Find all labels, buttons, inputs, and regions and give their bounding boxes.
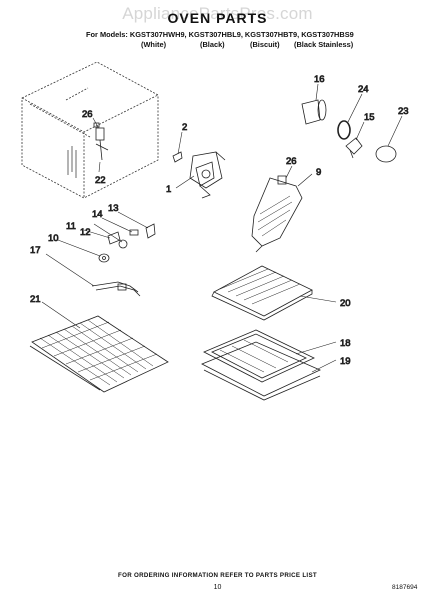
callout-11: 11 <box>66 221 76 232</box>
color-biscuit: (Biscuit) <box>250 40 280 49</box>
callout-26b: 26 <box>286 156 297 167</box>
callout-1: 1 <box>166 184 171 195</box>
callout-24: 24 <box>358 84 369 95</box>
callout-9: 9 <box>316 167 321 178</box>
cavity-vent-slots <box>67 146 77 178</box>
callout-14: 14 <box>92 209 103 220</box>
color-black: (Black) <box>200 40 225 49</box>
callout-18: 18 <box>340 338 351 349</box>
callout-17: 17 <box>30 245 41 256</box>
callout-22: 22 <box>95 175 106 186</box>
callout-15: 15 <box>364 112 375 123</box>
broiler-pan-part <box>201 329 321 401</box>
light-socket-part <box>93 122 109 161</box>
callout-19: 19 <box>340 356 351 367</box>
small-hardware-parts <box>98 223 156 263</box>
model-list: For Models: KGST307HWH9, KGST307HBL9, KG… <box>86 30 354 39</box>
oven-rack-part <box>29 315 169 393</box>
convection-fan-part <box>172 151 226 199</box>
document-number: 8187694 <box>392 584 418 591</box>
page-title: OVEN PARTS <box>167 10 268 26</box>
callout-16: 16 <box>314 74 325 85</box>
callout-2: 2 <box>182 122 187 133</box>
color-black-stainless: (Black Stainless) <box>294 40 354 49</box>
callout-12: 12 <box>80 227 91 238</box>
watermark: AppliancePartsPros.com <box>122 4 313 23</box>
leader-lines <box>41 83 403 373</box>
callout-20: 20 <box>340 298 351 309</box>
callout-13: 13 <box>108 203 119 214</box>
oven-sensor-part <box>91 281 141 297</box>
callout-labels: 26 2 1 22 16 24 15 23 26 9 13 14 11 12 1… <box>30 74 409 368</box>
fan-cover-part <box>251 175 303 253</box>
broiler-grid-part <box>211 265 313 321</box>
callout-21: 21 <box>30 294 41 305</box>
ordering-info: FOR ORDERING INFORMATION REFER TO PARTS … <box>118 572 317 579</box>
light-assembly-parts <box>301 99 397 163</box>
callout-26a: 26 <box>82 109 93 120</box>
oven-cavity-outline <box>21 61 159 199</box>
page-number: 10 <box>213 584 222 591</box>
callout-23: 23 <box>398 106 409 117</box>
color-white: (White) <box>141 40 167 49</box>
callout-10: 10 <box>48 233 59 244</box>
